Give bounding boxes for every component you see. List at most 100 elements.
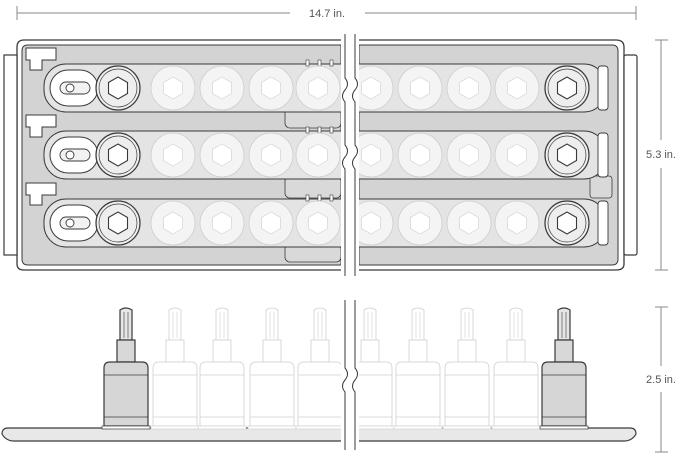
socket-body — [297, 361, 343, 427]
tray-side-view — [1, 307, 637, 442]
rail-peg — [329, 59, 334, 67]
socket-top — [295, 65, 341, 111]
socket-rim — [98, 203, 138, 243]
side-break-gap — [341, 300, 359, 450]
socket-base-ring — [539, 425, 589, 430]
rail-peg — [317, 59, 322, 67]
rail-peg — [317, 194, 322, 202]
bit-blade — [363, 307, 377, 341]
bit-shank — [212, 339, 232, 363]
socket-top — [544, 65, 590, 111]
bit-blade — [119, 307, 133, 341]
hex-drive-icon — [261, 143, 281, 167]
socket-base-ring — [150, 425, 200, 430]
socket-base-ring — [393, 425, 443, 430]
socket-top — [397, 132, 443, 178]
bit-shank — [408, 339, 428, 363]
socket-top — [150, 132, 196, 178]
hex-drive-icon — [361, 143, 381, 167]
socket-base-ring — [442, 425, 492, 430]
bit-blade — [215, 307, 229, 341]
socket-top — [95, 65, 141, 111]
bit-blade — [460, 307, 474, 341]
socket-base-ring — [491, 425, 541, 430]
hex-drive-icon — [308, 143, 328, 167]
socket-top — [397, 65, 443, 111]
bit-shank — [360, 339, 380, 363]
socket-base-ring — [101, 425, 151, 430]
bit-blade — [557, 307, 571, 341]
bit-blade — [313, 307, 327, 341]
length-label: 14.7 in. — [309, 8, 345, 20]
hex-drive-icon — [507, 211, 527, 235]
rail-lever-pivot — [65, 150, 75, 160]
height-dimension: 2.5 in. — [646, 306, 676, 453]
hex-drive-icon — [212, 211, 232, 235]
socket-body — [493, 361, 539, 427]
hex-drive-icon — [556, 211, 578, 235]
socket-side — [539, 307, 589, 430]
rail-peg — [305, 126, 310, 134]
hex-drive-icon — [107, 143, 129, 167]
socket-base-ring — [197, 425, 247, 430]
socket-base-ring — [247, 425, 297, 430]
socket-body — [103, 361, 149, 427]
socket-rim — [547, 135, 587, 175]
width-dimension: 5.3 in. — [646, 39, 676, 271]
rail-release-lever — [59, 216, 91, 230]
hex-drive-icon — [308, 76, 328, 100]
socket-rim — [547, 203, 587, 243]
side-socket-group — [101, 307, 589, 430]
socket-top — [446, 65, 492, 111]
hex-drive-icon — [261, 211, 281, 235]
socket-top — [199, 132, 245, 178]
length-dimension: 14.7 in. — [16, 6, 637, 20]
socket-top — [494, 132, 540, 178]
bit-blade — [509, 307, 523, 341]
bit-blade — [411, 307, 425, 341]
socket-top — [544, 132, 590, 178]
rail-end-clip — [597, 65, 609, 111]
side-break-line-right — [352, 300, 358, 450]
socket-top — [248, 132, 294, 178]
rail-lever-pivot — [65, 218, 75, 228]
socket-side — [197, 307, 247, 430]
hex-drive-icon — [163, 76, 183, 100]
socket-body — [444, 361, 490, 427]
socket-top — [199, 65, 245, 111]
rail-release-lever — [59, 148, 91, 162]
rail-end-clip — [597, 200, 609, 246]
socket-rim — [547, 68, 587, 108]
socket-rim — [98, 135, 138, 175]
tray-ledge-right — [623, 54, 638, 256]
bit-shank — [457, 339, 477, 363]
bit-shank — [310, 339, 330, 363]
hex-drive-icon — [212, 76, 232, 100]
socket-side — [442, 307, 492, 430]
tray-ledge-left — [3, 54, 18, 256]
hex-drive-icon — [556, 143, 578, 167]
bit-shank — [262, 339, 282, 363]
hex-drive-icon — [361, 76, 381, 100]
top-break-line-right — [352, 34, 358, 276]
side-base-left — [1, 427, 341, 442]
side-base-right — [359, 427, 637, 442]
socket-side — [491, 307, 541, 430]
socket-body — [249, 361, 295, 427]
rail-release-lever — [59, 81, 91, 95]
hex-drive-icon — [556, 76, 578, 100]
rail-clip-tab — [25, 114, 57, 138]
socket-body — [541, 361, 587, 427]
bit-blade — [168, 307, 182, 341]
socket-rails — [25, 47, 609, 248]
socket-top — [494, 65, 540, 111]
rail-peg — [317, 126, 322, 134]
socket-top — [348, 200, 394, 246]
hex-drive-icon — [107, 76, 129, 100]
hex-drive-icon — [261, 76, 281, 100]
hex-drive-icon — [410, 76, 430, 100]
hex-drive-icon — [361, 211, 381, 235]
socket-side — [247, 307, 297, 430]
socket-top — [95, 132, 141, 178]
